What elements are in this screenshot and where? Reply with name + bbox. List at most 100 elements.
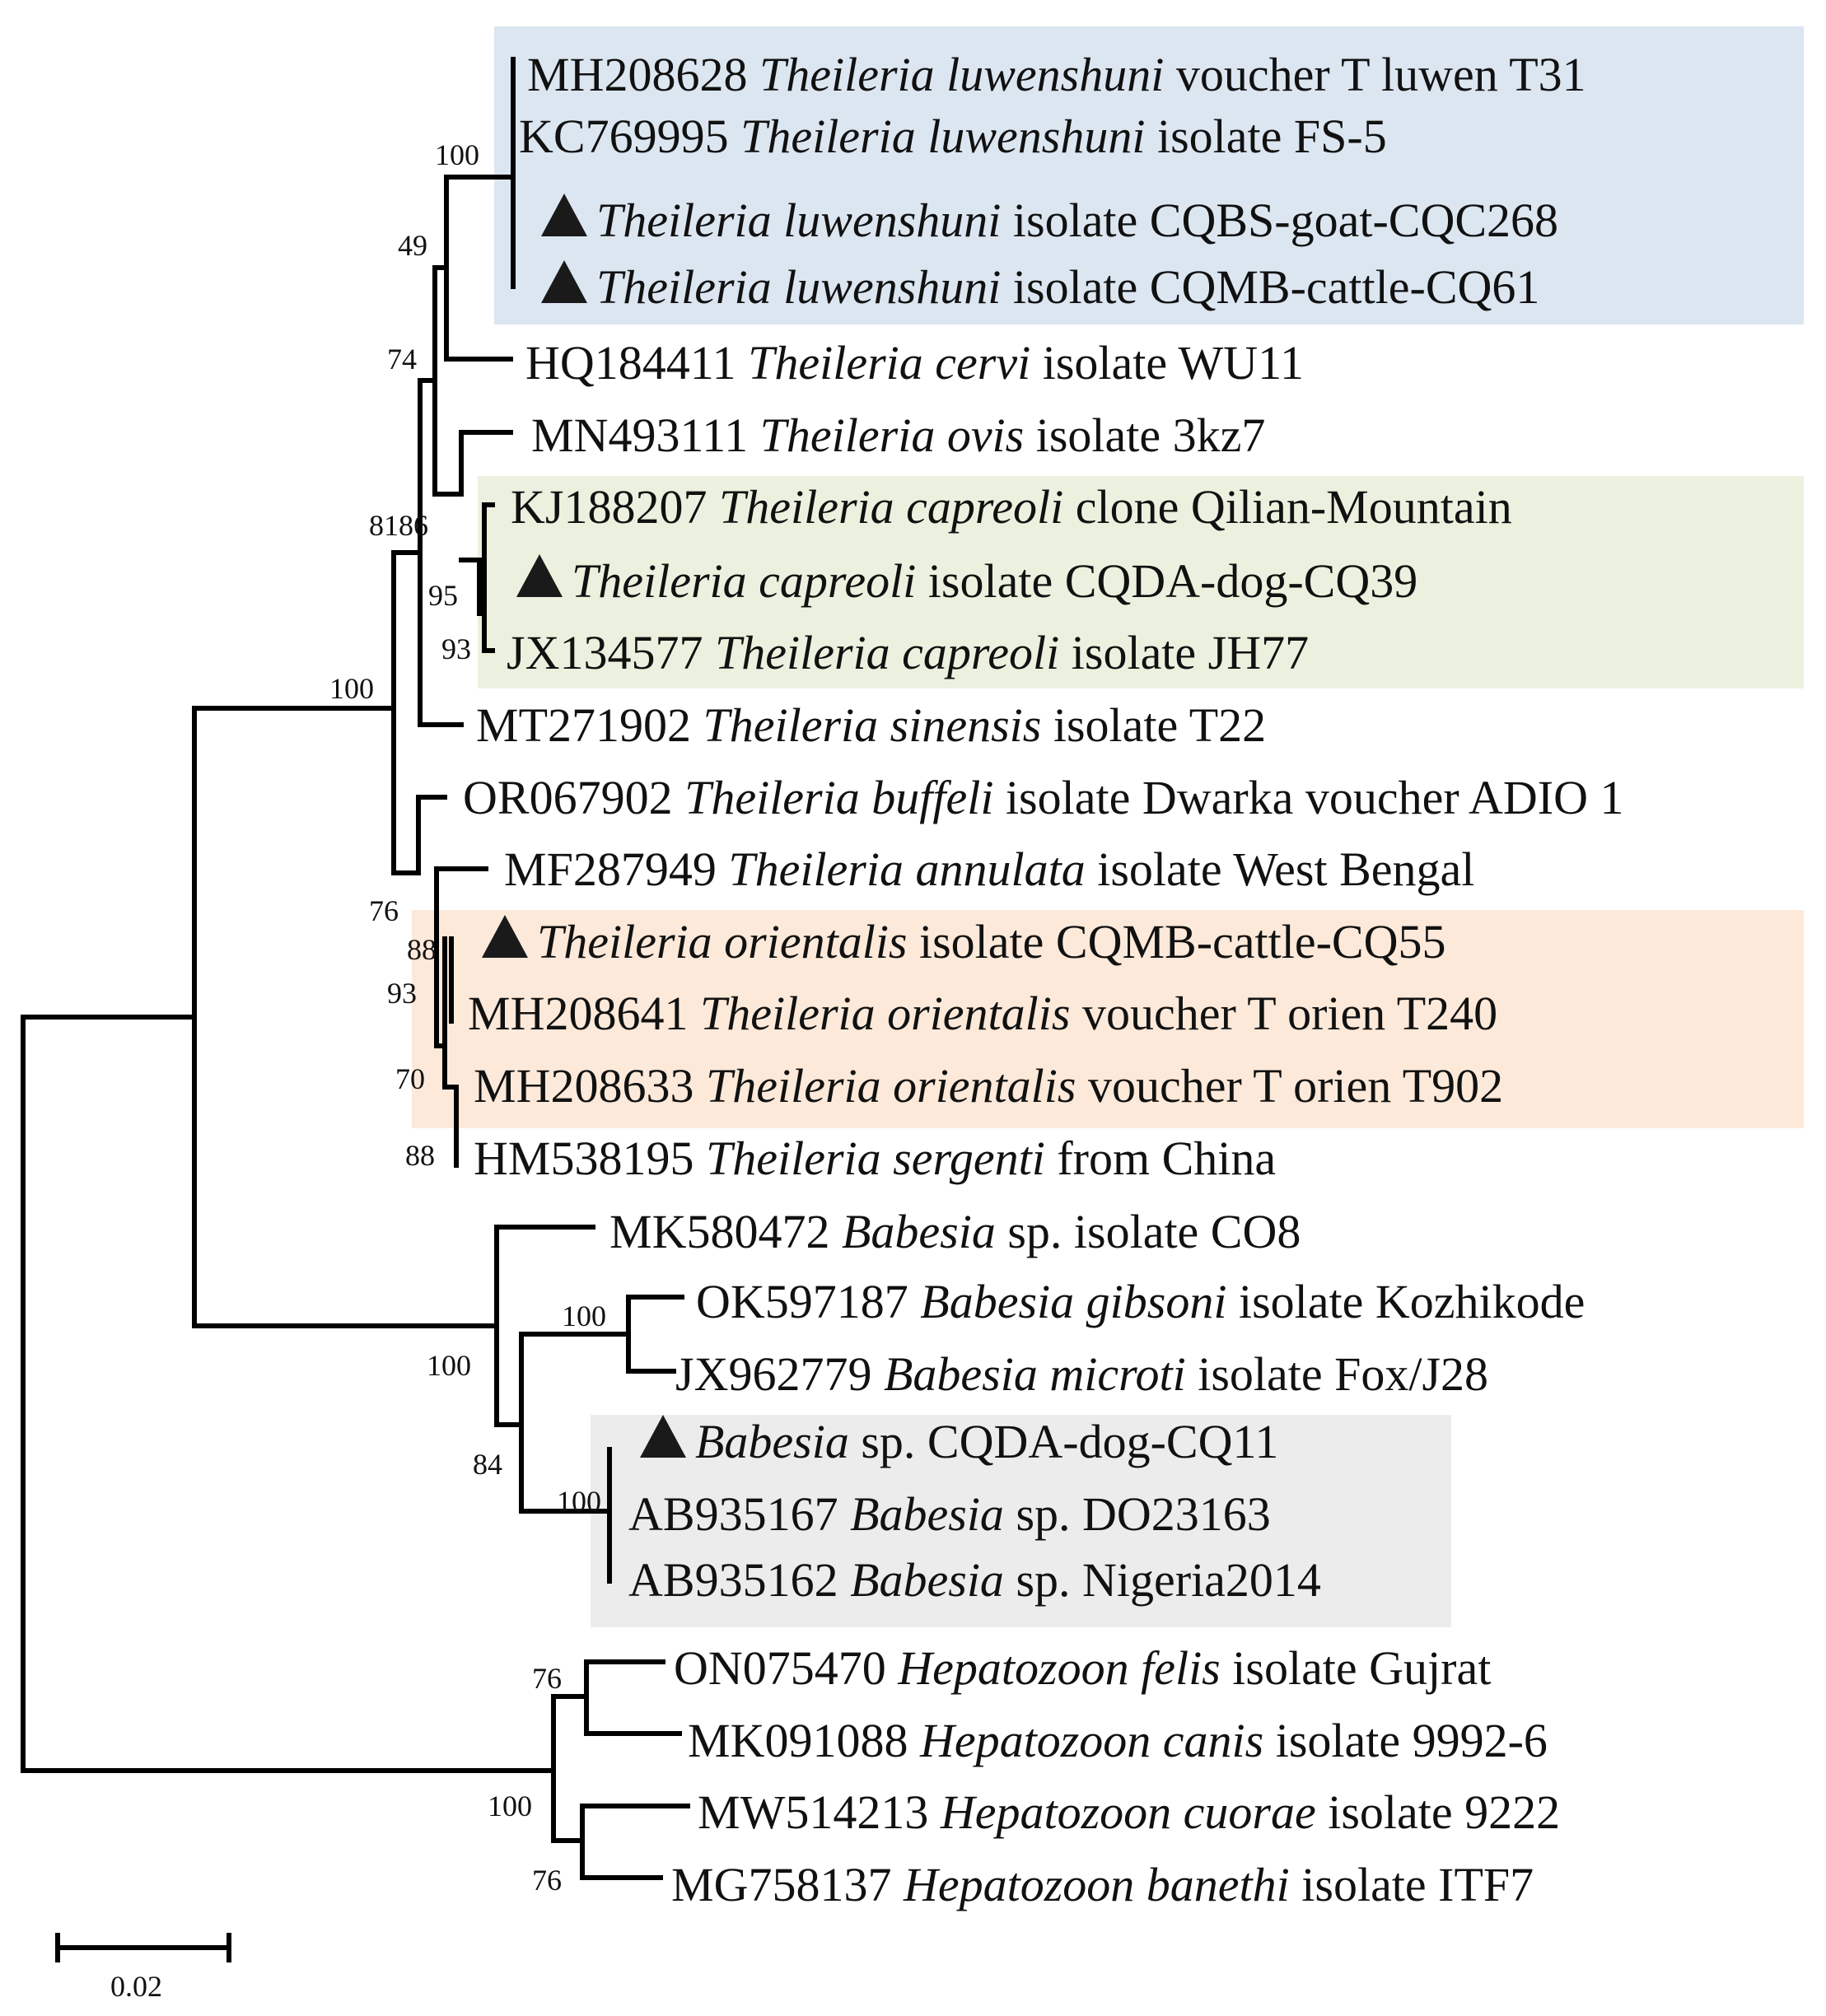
leaf-label: JX134577 Theileria capreoli isolate JH77 <box>507 626 1309 679</box>
triangle-marker-icon <box>541 260 587 303</box>
leaf-species: Theileria luwenshuni <box>596 194 1001 247</box>
leaf-descriptor: voucher T luwen T31 <box>1164 48 1585 101</box>
scale-bar-label: 0.02 <box>110 1970 162 2003</box>
bootstrap-label: 76 <box>369 894 399 927</box>
leaf-accession: MN493111 <box>531 408 760 462</box>
leaf-accession: MW514213 <box>698 1785 941 1839</box>
leaf-label: MH208633 Theileria orientalis voucher T … <box>474 1059 1503 1113</box>
leaf-descriptor: isolate CQBS-goat-CQC268 <box>1001 194 1558 247</box>
bootstrap-label: 100 <box>562 1300 606 1332</box>
leaf-species: Theileria orientalis <box>700 987 1071 1040</box>
leaf-label: MW514213 Hepatozoon cuorae isolate 9222 <box>698 1785 1560 1839</box>
leaf-species: Theileria cervi <box>748 336 1030 390</box>
clade-highlights <box>412 26 1804 1627</box>
bootstrap-label: 76 <box>532 1662 562 1695</box>
leaf-accession: MH208633 <box>474 1059 706 1113</box>
leaf-descriptor: sp. Nigeria2014 <box>1004 1553 1321 1607</box>
triangle-marker-icon <box>541 194 587 236</box>
leaf-descriptor: isolate 9222 <box>1316 1785 1560 1839</box>
clade-box-babesia <box>591 1415 1451 1627</box>
leaf-descriptor: isolate CQDA-dog-CQ39 <box>916 554 1417 608</box>
triangle-marker-icon <box>516 554 563 597</box>
leaf-species: Theileria ovis <box>760 408 1025 462</box>
leaf-label: MF287949 Theileria annulata isolate West… <box>504 842 1474 896</box>
leaf-accession: AB935167 <box>628 1487 850 1541</box>
bootstrap-label: 93 <box>387 977 417 1010</box>
leaf-descriptor: sp. DO23163 <box>1004 1487 1271 1541</box>
leaf-label: HM538195 Theileria sergenti from China <box>474 1132 1276 1185</box>
leaf-accession: MH208641 <box>468 987 700 1040</box>
leaf-accession: MK091088 <box>688 1714 920 1767</box>
leaf-species: Babesia <box>850 1487 1004 1541</box>
leaf-species: Babesia <box>842 1205 996 1258</box>
bootstrap-label: 84 <box>473 1448 502 1481</box>
leaf-species: Theileria capreoli <box>719 480 1063 534</box>
leaf-species: Hepatozoon felis <box>897 1641 1220 1695</box>
clade-box-luwenshuni <box>494 26 1804 324</box>
leaf-accession: MT271902 <box>476 698 703 752</box>
leaf-accession: ON075470 <box>674 1641 898 1695</box>
bootstrap-label: 100 <box>557 1485 601 1518</box>
leaf-descriptor: isolate ITF7 <box>1290 1858 1534 1911</box>
leaf-label: MH208628 Theileria luwenshuni voucher T … <box>527 48 1586 101</box>
leaf-descriptor: voucher T orien T240 <box>1070 987 1497 1040</box>
leaf-species: Theileria sinensis <box>703 698 1042 752</box>
bootstrap-label: 49 <box>398 229 427 262</box>
triangle-marker-icon <box>482 915 528 958</box>
leaf-accession: OR067902 <box>463 771 684 824</box>
leaf-descriptor: clone Qilian-Mountain <box>1063 480 1511 534</box>
leaf-species: Theileria annulata <box>728 842 1085 896</box>
leaf-accession: MF287949 <box>504 842 728 896</box>
leaf-accession: OK597187 <box>696 1275 920 1328</box>
leaf-species: Hepatozoon banethi <box>903 1858 1290 1911</box>
leaf-species: Theileria orientalis <box>706 1059 1076 1113</box>
bootstrap-label: 88 <box>405 1139 435 1172</box>
leaf-accession: MH208628 <box>527 48 759 101</box>
leaf-label: MK580472 Babesia sp. isolate CO8 <box>609 1205 1301 1258</box>
leaf-species: Theileria capreoli <box>572 554 916 608</box>
bootstrap-label: 74 <box>387 343 417 376</box>
leaf-species: Babesia gibsoni <box>920 1275 1226 1328</box>
clade-box-capreoli <box>478 476 1804 688</box>
bootstrap-label: 95 <box>428 579 458 612</box>
leaf-label: Theileria luwenshuni isolate CQMB-cattle… <box>596 260 1539 314</box>
leaf-descriptor: isolate Kozhikode <box>1226 1275 1585 1328</box>
leaf-label: MN493111 Theileria ovis isolate 3kz7 <box>531 408 1265 462</box>
leaf-species: Hepatozoon canis <box>919 1714 1263 1767</box>
leaf-accession: KC769995 <box>519 110 740 163</box>
leaf-descriptor: from China <box>1045 1132 1276 1185</box>
leaf-descriptor: isolate Fox/J28 <box>1186 1347 1488 1401</box>
leaf-species: Theileria luwenshuni <box>740 110 1145 163</box>
triangle-marker-icon <box>640 1415 686 1458</box>
leaf-descriptor: isolate Dwarka voucher ADIO 1 <box>993 771 1623 824</box>
leaf-label: AB935167 Babesia sp. DO23163 <box>628 1487 1271 1541</box>
leaf-descriptor: isolate JH77 <box>1059 626 1309 679</box>
leaf-accession: MG758137 <box>671 1858 904 1911</box>
leaf-descriptor: isolate CQMB-cattle-CQ55 <box>908 915 1446 968</box>
leaf-descriptor: isolate 9992-6 <box>1263 1714 1548 1767</box>
leaf-label: Theileria capreoli isolate CQDA-dog-CQ39 <box>572 554 1417 608</box>
leaf-accession: MK580472 <box>609 1205 842 1258</box>
leaf-species: Theileria orientalis <box>537 915 908 968</box>
bootstrap-label: 100 <box>488 1790 532 1822</box>
leaf-descriptor: voucher T orien T902 <box>1076 1059 1503 1113</box>
leaf-label: OK597187 Babesia gibsoni isolate Kozhiko… <box>696 1275 1585 1328</box>
leaf-label: HQ184411 Theileria cervi isolate WU11 <box>525 336 1304 390</box>
leaf-label: Theileria luwenshuni isolate CQBS-goat-C… <box>596 194 1558 247</box>
leaf-descriptor: isolate 3kz7 <box>1024 408 1265 462</box>
leaf-species: Theileria sergenti <box>706 1132 1045 1185</box>
leaf-species: Hepatozoon cuorae <box>940 1785 1316 1839</box>
leaf-label: MT271902 Theileria sinensis isolate T22 <box>476 698 1266 752</box>
leaf-label: KC769995 Theileria luwenshuni isolate FS… <box>519 110 1387 163</box>
leaf-descriptor: sp. isolate CO8 <box>996 1205 1301 1258</box>
leaf-descriptor: isolate WU11 <box>1030 336 1304 390</box>
bootstrap-label: 93 <box>441 632 471 665</box>
leaf-label: Theileria orientalis isolate CQMB-cattle… <box>537 915 1446 968</box>
leaf-descriptor: isolate Gujrat <box>1221 1641 1492 1695</box>
leaf-descriptor: isolate CQMB-cattle-CQ61 <box>1001 260 1539 314</box>
leaf-accession: HQ184411 <box>525 336 748 390</box>
bootstrap-label: 88 <box>407 933 437 966</box>
leaf-label: MK091088 Hepatozoon canis isolate 9992-6 <box>688 1714 1548 1767</box>
leaf-species: Theileria luwenshuni <box>759 48 1164 101</box>
leaf-label: AB935162 Babesia sp. Nigeria2014 <box>628 1553 1321 1607</box>
